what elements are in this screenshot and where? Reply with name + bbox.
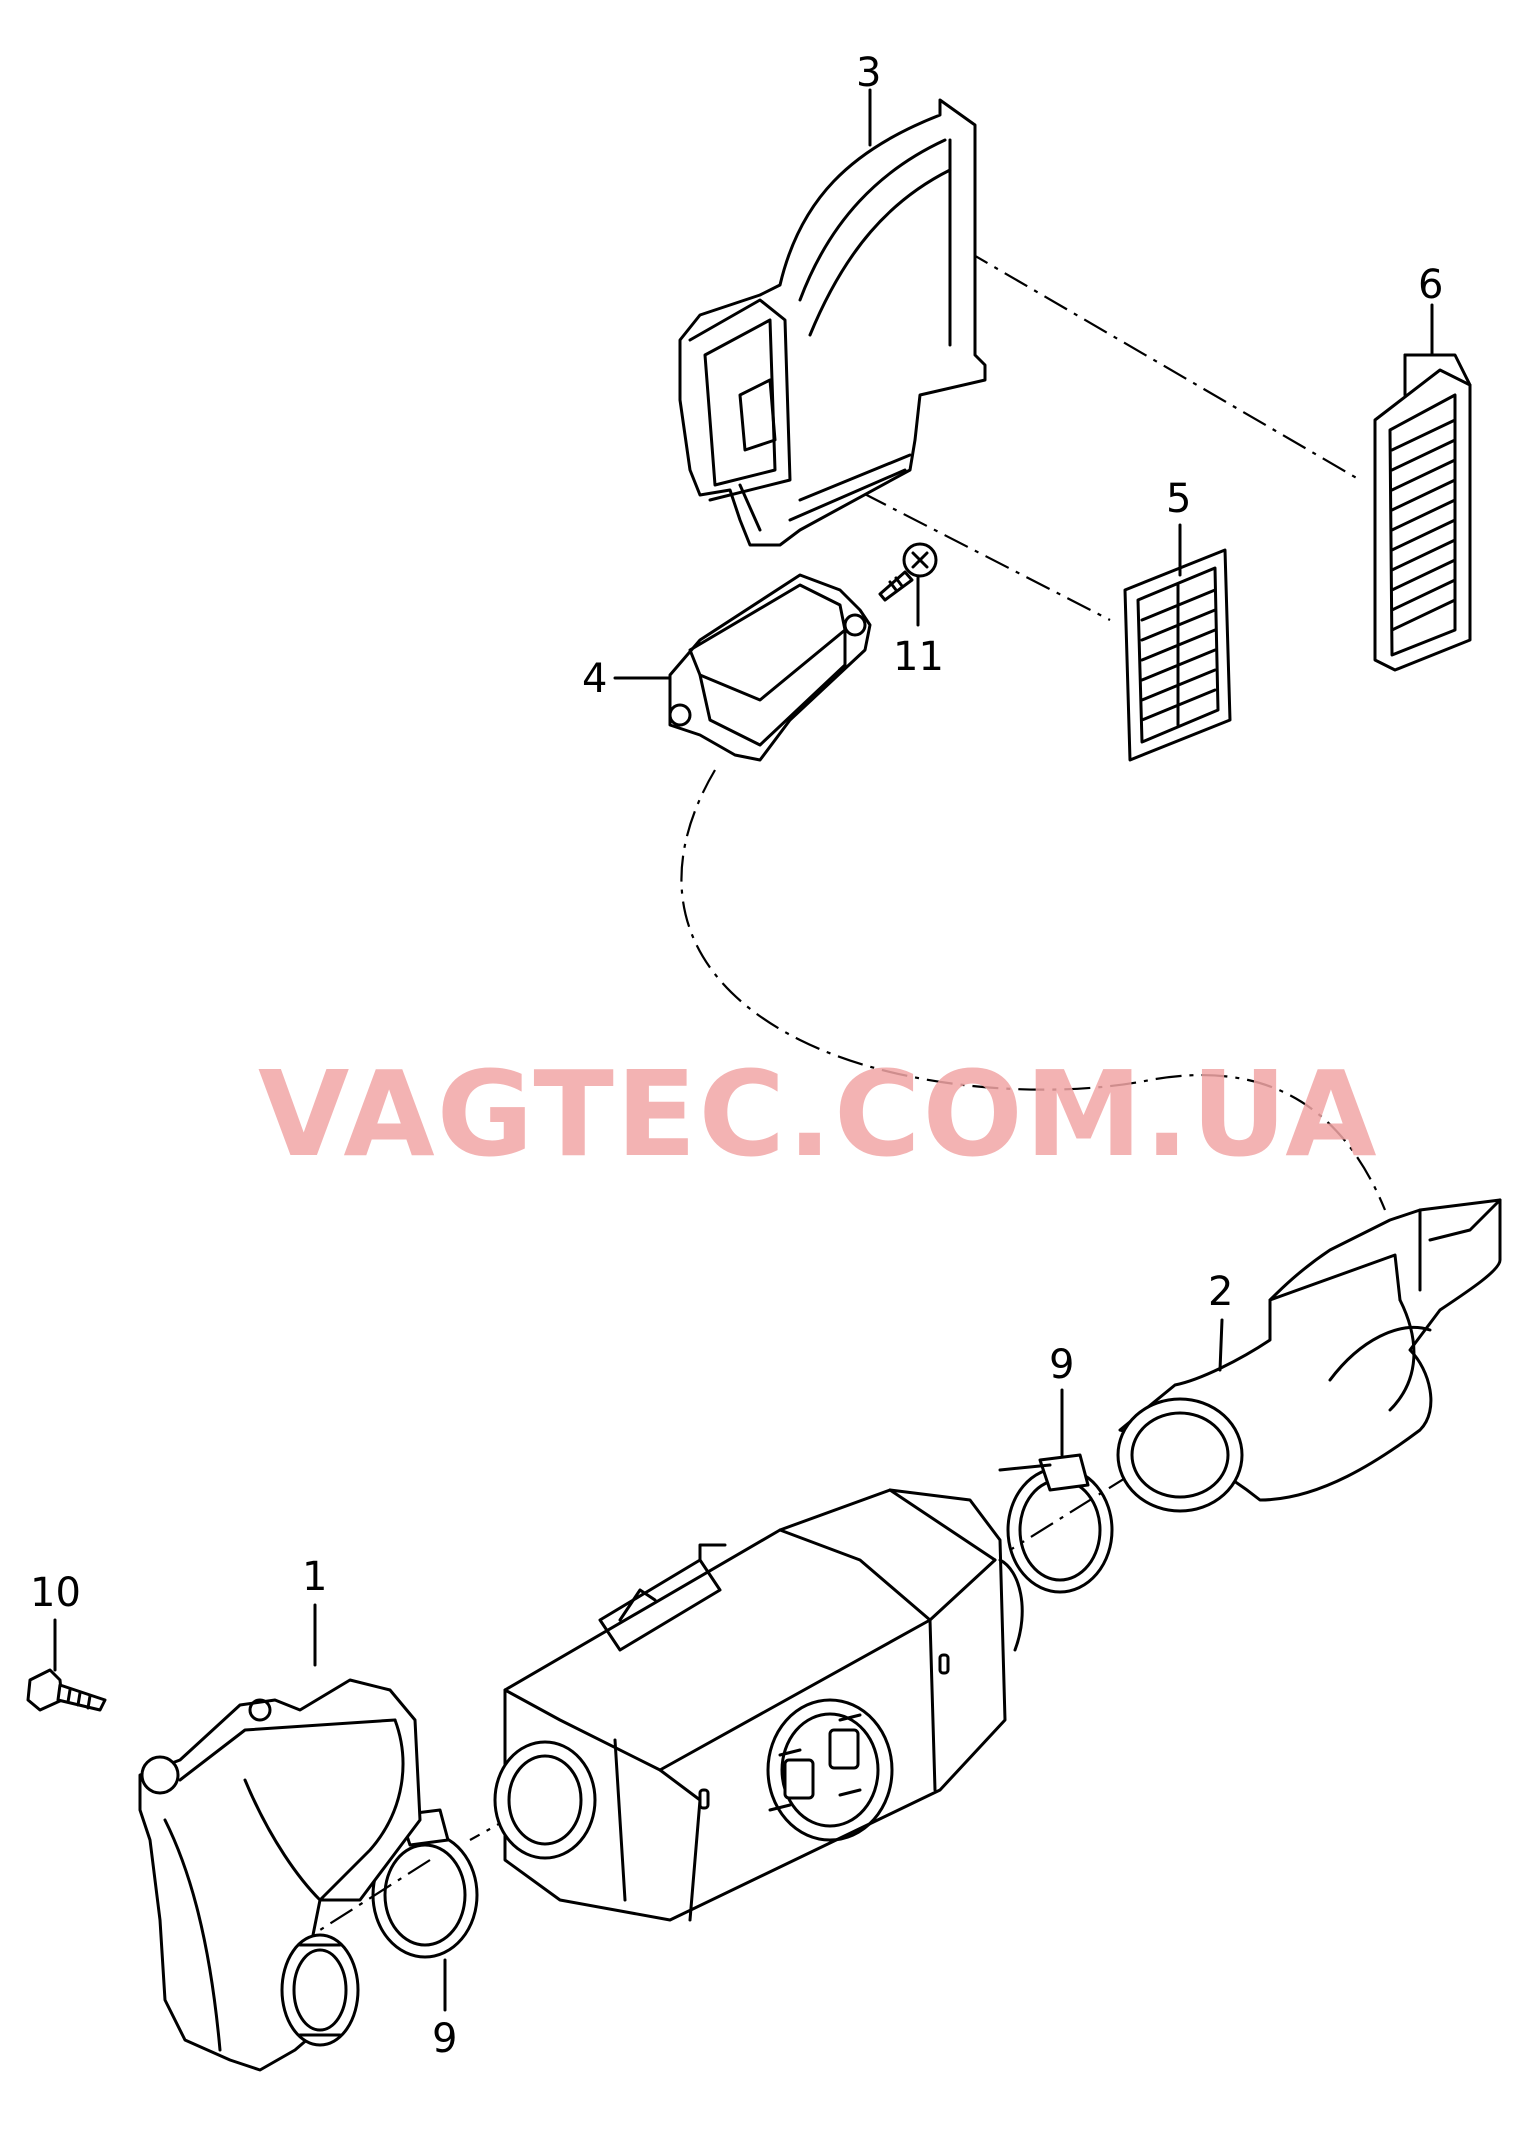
part-3-air-duct-housing: [678, 98, 987, 547]
label-part-6: 6: [1418, 262, 1443, 308]
label-part-11: 11: [893, 634, 944, 680]
label-part-4: 4: [582, 656, 607, 702]
part-4-air-outlet: [668, 573, 872, 762]
part-9-hose-clamp-right: [998, 1453, 1114, 1594]
label-part-3: 3: [856, 50, 881, 96]
label-part-2: 2: [1208, 1269, 1233, 1315]
part-number-labels: 3 6 5 4 11 2 9 1 10 9: [30, 50, 1443, 2062]
part-11-screw: [878, 542, 938, 602]
part-6-large-air-grille: [1373, 353, 1472, 672]
label-part-9-left: 9: [432, 2016, 457, 2062]
grille-5-slats: [1140, 583, 1217, 727]
label-part-10: 10: [30, 1570, 81, 1616]
heater-unit: [493, 1488, 1024, 1922]
watermark: VAGTEC.COM.UA: [258, 1045, 1379, 1183]
part-2-air-hose: [1116, 1198, 1502, 1513]
grille-6-slats: [1390, 418, 1457, 632]
part-5-small-air-grille: [1123, 548, 1232, 762]
part-10-screw: [26, 1668, 107, 1712]
label-leader-lines: [53, 88, 1434, 2012]
label-part-5: 5: [1166, 476, 1191, 522]
part-1-air-inlet-housing: [138, 1678, 422, 2072]
label-part-9-right: 9: [1049, 1342, 1074, 1388]
label-part-1: 1: [302, 1554, 327, 1600]
